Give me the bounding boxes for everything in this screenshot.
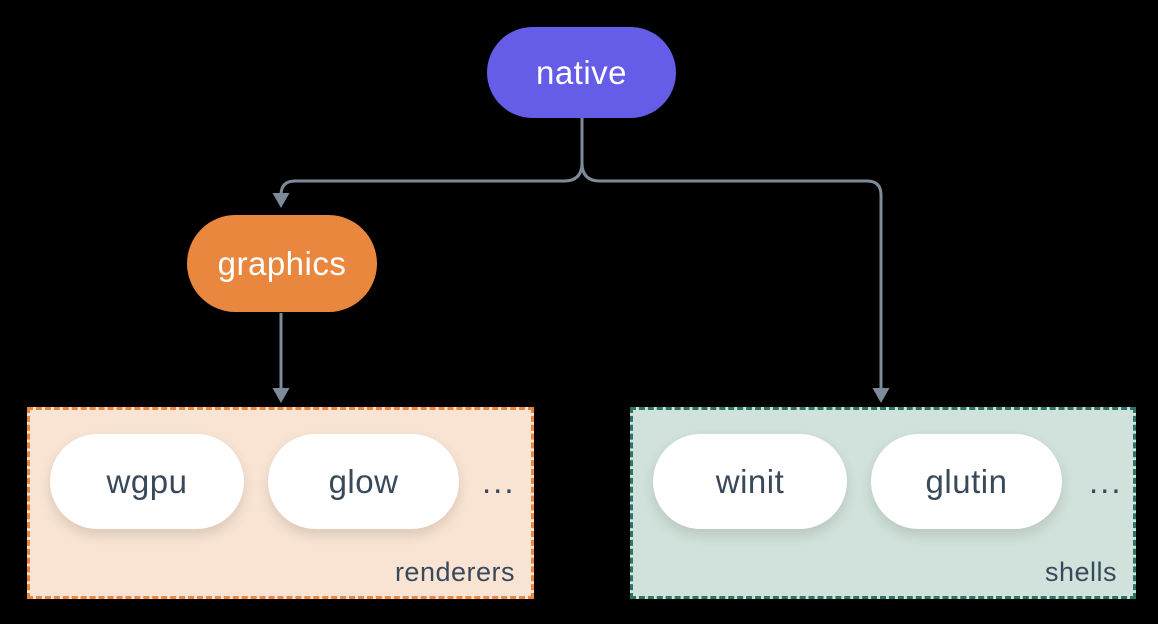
arrowhead-into-renderers-icon — [272, 388, 290, 403]
connector-native-shells — [580, 117, 883, 390]
pill-wgpu: wgpu — [50, 434, 244, 529]
group-shells: winit glutin ... shells — [630, 407, 1136, 599]
shells-ellipsis: ... — [1089, 462, 1123, 500]
node-native-label: native — [535, 53, 628, 91]
pill-wgpu-label: wgpu — [106, 462, 188, 500]
pill-glutin-label: glutin — [925, 462, 1008, 500]
pill-glow: glow — [268, 434, 459, 529]
connector-native-graphics — [279, 117, 584, 196]
node-graphics-label: graphics — [217, 244, 347, 282]
arrowhead-into-graphics-icon — [272, 193, 290, 208]
group-renderers-label: renderers — [394, 557, 515, 587]
pill-winit: winit — [653, 434, 847, 529]
node-graphics: graphics — [187, 215, 377, 312]
pill-glow-label: glow — [328, 462, 399, 500]
group-renderers: wgpu glow ... renderers — [27, 407, 534, 599]
node-native: native — [487, 27, 676, 118]
renderers-ellipsis: ... — [482, 462, 516, 500]
arrowhead-into-shells-icon — [872, 388, 890, 403]
pill-winit-label: winit — [715, 462, 785, 500]
pill-glutin: glutin — [871, 434, 1062, 529]
group-shells-label: shells — [1044, 557, 1117, 587]
